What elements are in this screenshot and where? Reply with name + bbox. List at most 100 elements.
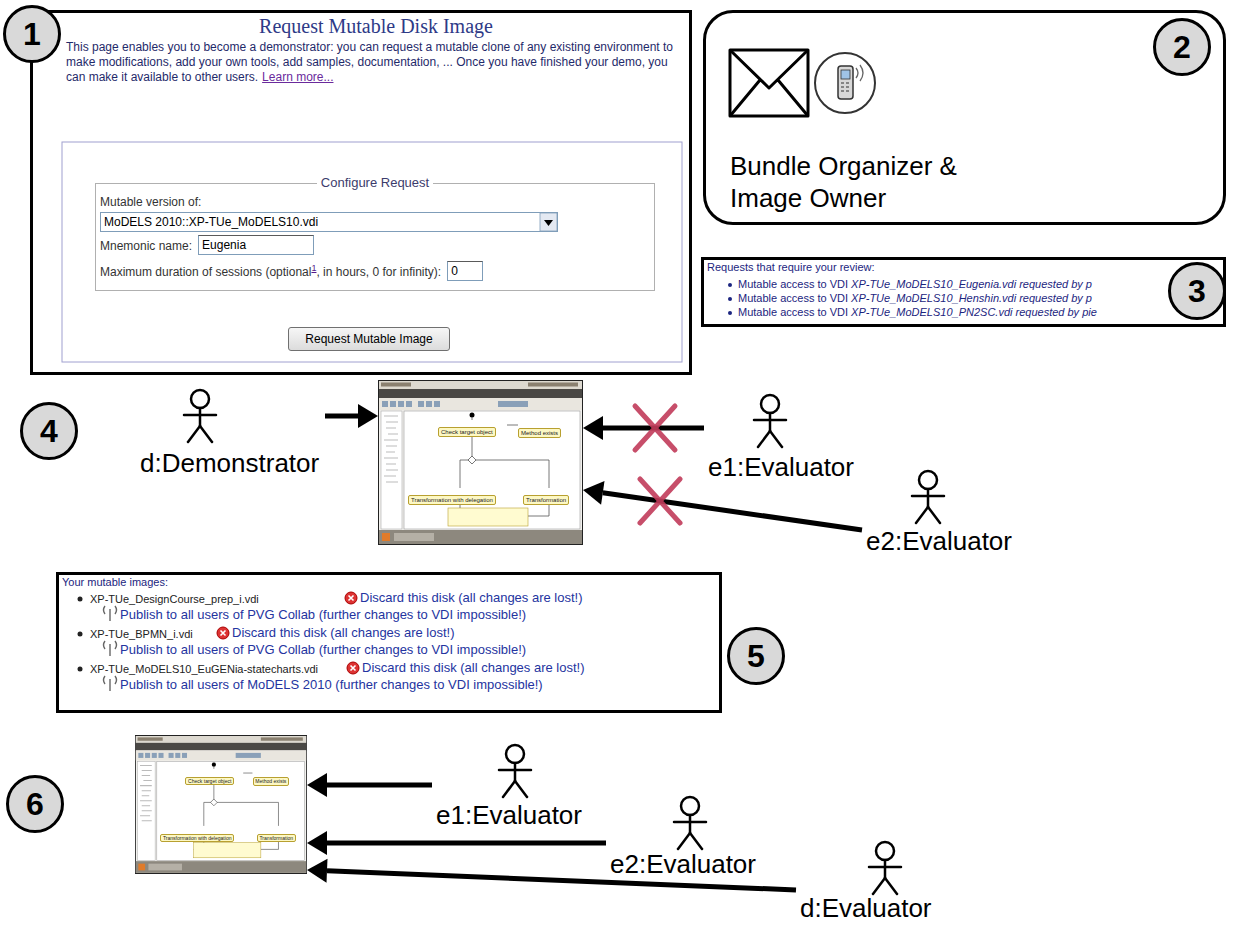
text-line: Publish to all users of PVG Collab (furt… bbox=[120, 607, 526, 623]
fieldset-legend: Configure Request bbox=[317, 175, 433, 190]
text-line: Eugenia bbox=[202, 237, 246, 253]
actor: d:Demonstrator bbox=[135, 386, 325, 482]
action-link: Discard this disk (all changes are lost!… bbox=[362, 660, 585, 675]
list-bullets bbox=[728, 283, 732, 315]
actor: e1:Evaluator bbox=[432, 743, 604, 833]
text-line: Transformation bbox=[523, 488, 569, 506]
page-title: Request Mutable Disk Image bbox=[259, 15, 493, 37]
connector-arrow bbox=[327, 841, 606, 846]
text-line: e1:Evaluator bbox=[708, 452, 854, 482]
screenshot bbox=[135, 735, 307, 873]
text-line: Publish to all users of MoDELS 2010 (fur… bbox=[120, 677, 543, 693]
request-text: Mutable access to VDI bbox=[738, 306, 848, 318]
callout-circle: 6 bbox=[6, 775, 64, 833]
role-text: Bundle Organizer & Image Owner bbox=[730, 151, 957, 213]
actor: e2:Evaluator bbox=[862, 468, 1038, 558]
screenshot-frame: Check target object Method existsTransfor… bbox=[135, 735, 307, 874]
callout-circle: 3 bbox=[1168, 262, 1226, 320]
text-line: Method exists bbox=[253, 769, 289, 787]
action-link: Discard this disk (all changes are lost!… bbox=[360, 590, 583, 605]
field-label: , in hours, 0 for infinity): bbox=[316, 265, 441, 279]
text-line: Transformation with delegation bbox=[408, 488, 496, 506]
text-line: Mutable version of: bbox=[100, 195, 201, 210]
text-line: Request Mutable Disk Image bbox=[62, 14, 690, 38]
dropdown-arrow bbox=[540, 213, 557, 231]
diagram-box-text: Check target object bbox=[438, 427, 496, 437]
text-line: Method exists bbox=[518, 421, 561, 439]
callout-number: 3 bbox=[1188, 273, 1206, 309]
request-text: Mutable access to VDI bbox=[738, 292, 848, 304]
form-fieldset: Configure RequestMutable version of:Mnem… bbox=[95, 183, 655, 291]
diagram-box-text: Transformation with delegation bbox=[408, 495, 496, 505]
panel-box: Requests that require your review: Mutabl… bbox=[701, 257, 1226, 327]
actor: e1:Evaluator bbox=[704, 390, 876, 486]
text-line: Mnemonic name: bbox=[100, 239, 192, 254]
connector-arrow bbox=[327, 783, 432, 788]
input-value: Eugenia bbox=[202, 238, 246, 252]
text-line: Transformation bbox=[257, 826, 296, 844]
actor-label: e2:Evaluator bbox=[866, 526, 1012, 556]
text-line: e2:Evaluator bbox=[866, 526, 1012, 556]
callout-number: 4 bbox=[40, 413, 58, 449]
text-line: d:Demonstrator bbox=[140, 448, 319, 478]
field-label: Mnemonic name: bbox=[100, 239, 192, 253]
text-line: Maximum duration of sessions (optional1,… bbox=[100, 265, 441, 280]
text-line: e2:Evaluator bbox=[610, 850, 756, 878]
text-line: Discard this disk (all changes are lost!… bbox=[232, 625, 455, 641]
section-heading: Your mutable images: bbox=[62, 576, 168, 588]
request-text: XP-TUe_MoDELS10_PN2SC.vdi requested by p… bbox=[851, 306, 1097, 318]
role-panel: Bundle Organizer & Image Owner bbox=[703, 10, 1226, 225]
actor: e2:Evaluator bbox=[606, 795, 778, 881]
text-line: XP-TUe_BPMN_i.vdi bbox=[90, 627, 193, 641]
cross-mark bbox=[635, 406, 680, 523]
text-input: Eugenia bbox=[198, 235, 314, 255]
field-label: Mutable version of: bbox=[100, 195, 201, 209]
action-link: Discard this disk (all changes are lost!… bbox=[232, 625, 455, 640]
diagram-box-text: Transformation bbox=[257, 834, 296, 843]
connector-arrow bbox=[325, 414, 358, 419]
request-text: Mutable access to VDI bbox=[738, 278, 848, 290]
actor-label: d:Evaluator bbox=[800, 893, 932, 923]
actor: d:Evaluator bbox=[796, 840, 964, 925]
dropdown-select: MoDELS 2010::XP-TUe_MoDELS10.vdi bbox=[100, 212, 558, 232]
publish-icon bbox=[104, 606, 117, 691]
text-line: MoDELS 2010::XP-TUe_MoDELS10.vdi bbox=[104, 214, 318, 230]
text-line: Discard this disk (all changes are lost!… bbox=[360, 590, 583, 606]
text-line: Requests that require your review: bbox=[707, 261, 875, 274]
callout-circle: 4 bbox=[20, 402, 78, 460]
text-line: Mutable access to VDIXP-TUe_MoDELS10_Eug… bbox=[738, 278, 1092, 291]
callout-number: 1 bbox=[23, 16, 41, 52]
input-value: 0 bbox=[451, 264, 458, 278]
diagram-box-text: Transformation with delegation bbox=[160, 834, 234, 843]
field-label: Maximum duration of sessions (optional bbox=[100, 265, 311, 279]
request-text: XP-TUe_MoDELS10_Henshin.vdi requested by… bbox=[851, 292, 1092, 304]
panel-box: Your mutable images: XP-TUe_DesignCourse_… bbox=[56, 572, 722, 713]
text-line: Mutable access to VDIXP-TUe_MoDELS10_Hen… bbox=[738, 292, 1092, 305]
callout-number: 2 bbox=[1173, 29, 1191, 65]
text-line: This page enables you to become a demons… bbox=[66, 40, 686, 85]
diagram-box-text: Method exists bbox=[518, 428, 561, 438]
screenshot-frame: Check target object Method existsTransfor… bbox=[378, 380, 583, 545]
text-line: Bundle Organizer & Image Owner bbox=[730, 150, 1020, 214]
actor-label: e2:Evaluator bbox=[610, 849, 756, 879]
phone-icon bbox=[815, 53, 875, 113]
actor-label: e1:Evaluator bbox=[708, 452, 854, 482]
text-line: Your mutable images: bbox=[62, 576, 168, 589]
text-line: Check target object bbox=[438, 420, 496, 438]
diagram-box-text: Check target object bbox=[185, 777, 234, 786]
actor-label: d:Demonstrator bbox=[140, 448, 319, 478]
action-link: Publish to all users of PVG Collab (furt… bbox=[120, 607, 526, 622]
diagram-box-text: Method exists bbox=[253, 777, 289, 786]
text-line: Request Mutable Image bbox=[289, 331, 449, 347]
list-bullets bbox=[78, 597, 83, 672]
callout-circle: 1 bbox=[3, 5, 61, 63]
submit-button: Request Mutable Image bbox=[288, 327, 450, 351]
callout-circle: 5 bbox=[727, 627, 785, 685]
text-line: d:Evaluator bbox=[800, 895, 932, 921]
file-name: XP-TUe_DesignCourse_prep_i.vdi bbox=[90, 593, 259, 605]
text-line: 0 bbox=[451, 263, 458, 279]
text-line: e1:Evaluator bbox=[436, 800, 582, 830]
diagram-box-text: Transformation bbox=[523, 495, 569, 505]
callout-number: 5 bbox=[747, 638, 765, 674]
